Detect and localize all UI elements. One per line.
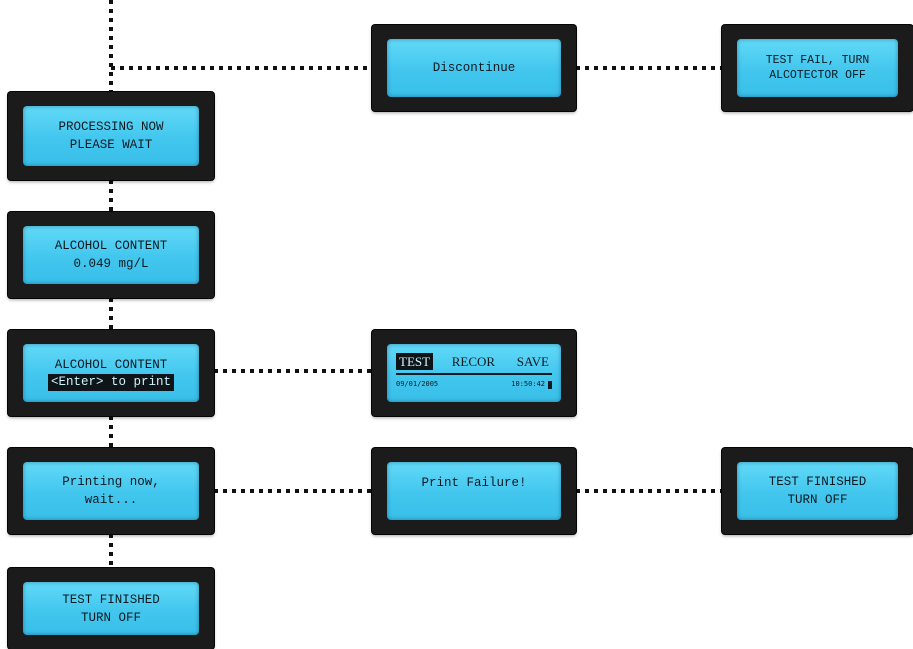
lcd-screen: TEST FINISHED TURN OFF <box>23 582 199 635</box>
lcd-text-line: Print Failure! <box>421 476 527 490</box>
lcd-print-failure: Print Failure! <box>372 448 576 534</box>
lcd-text-line: ALCOTECTOR OFF <box>769 69 866 82</box>
lcd-menu: TEST RECOR SAVE 09/01/2005 10:50:42 <box>372 330 576 416</box>
lcd-screen: ALCOHOL CONTENT <Enter> to print <box>23 344 199 402</box>
lcd-text-line: TURN OFF <box>80 610 141 625</box>
lcd-text-line: 0.049 mg/L <box>73 257 149 271</box>
enter-to-print-highlight: <Enter> to print <box>47 373 175 391</box>
lcd-screen: ALCOHOL CONTENT 0.049 mg/L <box>23 226 199 284</box>
lcd-processing: PROCESSING NOW PLEASE WAIT <box>8 92 214 180</box>
lcd-screen: PROCESSING NOW PLEASE WAIT <box>23 106 199 166</box>
menu-item-recor: RECOR <box>451 354 496 369</box>
lcd-text-line: TURN OFF <box>787 493 848 507</box>
lcd-test-finished-bottom: TEST FINISHED TURN OFF <box>8 568 214 649</box>
lcd-text-line: Discontinue <box>432 61 516 75</box>
status-time: 10:50:42 <box>511 380 545 388</box>
lcd-screen: Print Failure! <box>387 462 561 520</box>
lcd-screen: TEST FAIL, TURN ALCOTECTOR OFF <box>737 39 898 97</box>
lcd-text-line: TEST FAIL, TURN <box>765 54 870 67</box>
lcd-text-line: TEST FINISHED <box>62 592 160 607</box>
status-date: 09/01/2005 <box>396 380 439 388</box>
lcd-text-line: PLEASE WAIT <box>69 138 153 152</box>
lcd-text-line: Printing now, <box>62 475 160 489</box>
battery-icon <box>548 380 552 389</box>
lcd-screen: Discontinue <box>387 39 561 97</box>
lcd-alcohol-print-prompt: ALCOHOL CONTENT <Enter> to print <box>8 330 214 416</box>
status-bar: 09/01/2005 10:50:42 <box>396 380 552 389</box>
lcd-text-line: ALCOHOL CONTENT <box>54 239 168 253</box>
lcd-printing: Printing now, wait... <box>8 448 214 534</box>
menu-item-test: TEST <box>396 353 434 370</box>
lcd-text-line: TEST FINISHED <box>768 475 867 489</box>
lcd-test-finished-right: TEST FINISHED TURN OFF <box>722 448 913 534</box>
lcd-text-line: PROCESSING NOW <box>58 120 164 134</box>
lcd-alcohol-content: ALCOHOL CONTENT 0.049 mg/L <box>8 212 214 298</box>
status-right: 10:50:42 <box>511 380 552 389</box>
lcd-text-line: wait... <box>84 493 138 507</box>
lcd-screen: TEST RECOR SAVE 09/01/2005 10:50:42 <box>387 344 561 402</box>
lcd-screen: TEST FINISHED TURN OFF <box>737 462 898 520</box>
menu-bar: TEST RECOR SAVE <box>396 353 552 375</box>
lcd-text-line: ALCOHOL CONTENT <box>54 357 168 372</box>
menu-item-save: SAVE <box>516 354 549 369</box>
lcd-discontinue: Discontinue <box>372 25 576 111</box>
lcd-screen: Printing now, wait... <box>23 462 199 520</box>
lcd-test-fail: TEST FAIL, TURN ALCOTECTOR OFF <box>722 25 913 111</box>
